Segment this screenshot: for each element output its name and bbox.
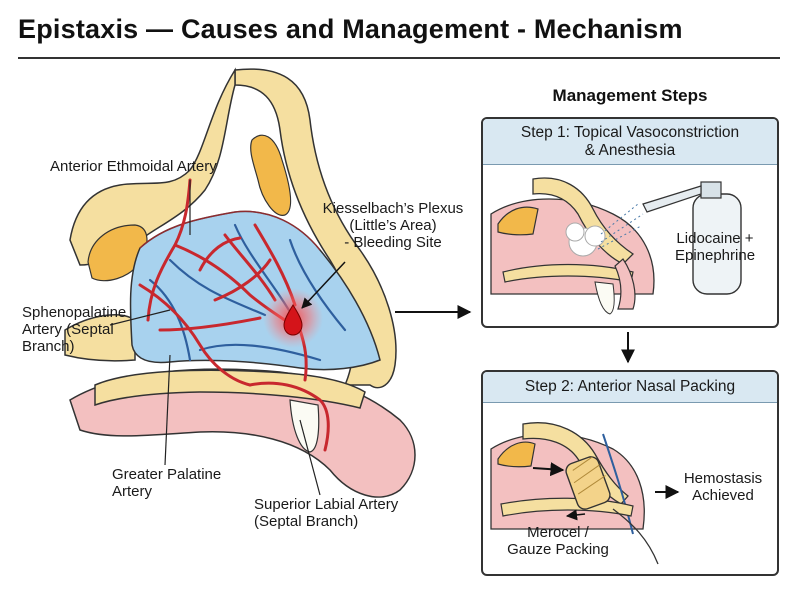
step2-result-label: Hemostasis Achieved	[673, 470, 773, 504]
label-kiesselbach-plexus: Kiesselbach’s Plexus (Little’s Area) - B…	[318, 200, 468, 251]
label-kiesselbach-line-3: - Bleeding Site	[344, 234, 442, 251]
nasal-packing-icon	[565, 456, 611, 510]
step2-header: Step 2: Anterior Nasal Packing	[483, 372, 777, 403]
septal-mucosa	[139, 210, 321, 251]
label-sphenopalatine-line-2: Artery (Septal	[22, 321, 114, 338]
step2-illustration	[490, 422, 680, 565]
step1-drug-label: Lidocaine + Epinephrine	[655, 230, 775, 264]
step2-panel: Step 2: Anterior Nasal Packing Merocel /…	[481, 370, 779, 576]
label-superior-labial-line-1: Superior Labial Artery	[254, 496, 399, 513]
leader-superior-labial	[299, 419, 321, 496]
label-superior-labial-line-2: (Septal Branch)	[254, 513, 359, 530]
step1-panel: Step 1: Topical Vasoconstriction & Anest…	[481, 117, 779, 328]
label-kiesselbach-line-2: (Little’s Area)	[349, 217, 437, 234]
step2-result-line-1: Hemostasis	[683, 470, 763, 487]
step1-drug-line-2: Epinephrine	[674, 247, 756, 264]
step1-illustration	[490, 177, 742, 315]
label-superior-labial-artery: Superior Labial Artery (Septal Branch)	[254, 496, 398, 530]
step1-title-line-2: & Anesthesia	[584, 142, 676, 159]
label-kiesselbach-line-1: Kiesselbach’s Plexus	[322, 200, 464, 217]
spray-bottle-icon	[642, 181, 742, 295]
label-sphenopalatine-artery: Sphenopalatine Artery (Septal Branch)	[22, 304, 126, 355]
management-steps-heading: Management Steps	[552, 86, 708, 105]
step2-packing-label: Merocel / Gauze Packing	[503, 524, 613, 558]
step2-result-line-2: Achieved	[692, 487, 754, 504]
leader-sphenopalatine	[109, 309, 171, 326]
blood-drop-icon	[283, 304, 303, 336]
leader-greater-palatine	[164, 354, 171, 466]
label-greater-palatine-artery: Greater Palatine Artery	[112, 466, 221, 500]
label-sphenopalatine-line-3: Branch)	[22, 338, 75, 355]
incisor-tooth	[289, 399, 320, 453]
step2-packing-line-1: Merocel /	[527, 524, 589, 541]
hard-palate	[94, 369, 366, 409]
leader-kiesselbach	[301, 261, 346, 309]
label-greater-palatine-line-1: Greater Palatine	[112, 466, 222, 483]
step1-header: Step 1: Topical Vasoconstriction & Anest…	[483, 119, 777, 165]
step1-drug-line-1: Lidocaine +	[676, 230, 754, 247]
step2-packing-line-2: Gauze Packing	[507, 541, 609, 558]
label-greater-palatine-line-2: Artery	[112, 483, 153, 500]
sphenoid-bone	[64, 314, 136, 362]
label-sphenopalatine-line-1: Sphenopalatine	[22, 304, 127, 321]
label-anterior-ethmoidal-artery: Anterior Ethmoidal Artery	[50, 158, 217, 175]
page-title: Epistaxis — Causes and Management - Mech…	[18, 14, 683, 44]
nasal-bone-sinus	[250, 134, 292, 216]
frontal-sinus	[87, 224, 148, 282]
title-divider	[18, 57, 780, 59]
step1-title-line-1: Step 1: Topical Vasoconstriction	[520, 124, 740, 141]
